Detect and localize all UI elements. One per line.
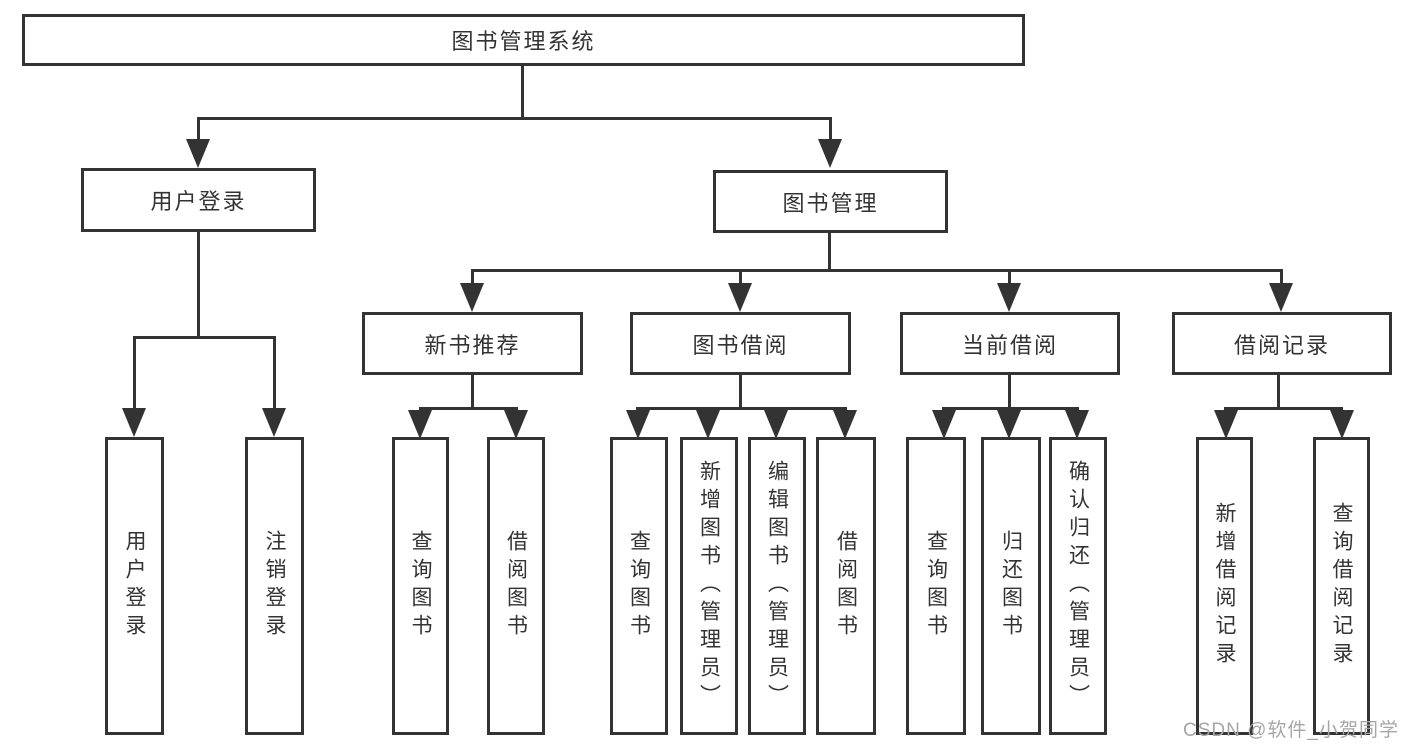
connector-line bbox=[419, 407, 518, 410]
leaf-query-books-borrowing: 查询图书 bbox=[610, 437, 668, 735]
leaf-return-books: 归还图书 bbox=[981, 437, 1041, 735]
connector-line bbox=[273, 336, 276, 413]
arrow-down-icon bbox=[504, 410, 528, 439]
node-book-borrowing: 图书借阅 bbox=[630, 312, 851, 375]
connector-line bbox=[133, 336, 276, 339]
connector-line bbox=[739, 269, 742, 287]
leaf-query-borrow-record: 查询借阅记录 bbox=[1313, 437, 1370, 735]
connector-line bbox=[471, 374, 474, 409]
connector-line bbox=[739, 374, 742, 409]
leaf-add-book-admin: 新增图书（管理员） bbox=[680, 437, 738, 735]
arrow-down-icon bbox=[696, 410, 720, 439]
connector-line bbox=[1008, 374, 1011, 409]
leaf-add-borrow-record: 新增借阅记录 bbox=[1196, 437, 1253, 735]
connector-line bbox=[636, 407, 847, 410]
arrow-down-icon bbox=[997, 283, 1021, 312]
node-user-login: 用户登录 bbox=[81, 168, 316, 232]
leaf-logout: 注销登录 bbox=[245, 437, 304, 735]
watermark: CSDN @软件_小贺同学 bbox=[1183, 720, 1399, 741]
arrow-down-icon bbox=[1214, 410, 1238, 439]
connector-line bbox=[471, 269, 474, 287]
leaf-query-books-recommend: 查询图书 bbox=[392, 437, 449, 735]
connector-line bbox=[828, 232, 831, 272]
arrow-down-icon bbox=[932, 410, 956, 439]
leaf-borrow-books-borrowing: 借阅图书 bbox=[816, 437, 876, 735]
leaf-edit-book-admin: 编辑图书（管理员） bbox=[748, 437, 806, 735]
leaf-query-books-current: 查询图书 bbox=[906, 437, 966, 735]
node-current-borrowing: 当前借阅 bbox=[900, 312, 1120, 375]
arrow-down-icon bbox=[764, 410, 788, 439]
connector-line bbox=[829, 117, 832, 143]
arrow-down-icon bbox=[728, 283, 752, 312]
arrow-down-icon bbox=[186, 139, 210, 168]
arrow-down-icon bbox=[122, 408, 146, 437]
arrow-down-icon bbox=[997, 410, 1021, 439]
connector-line bbox=[1277, 374, 1280, 409]
arrow-down-icon bbox=[818, 139, 842, 168]
leaf-borrow-books-recommend: 借阅图书 bbox=[487, 437, 545, 735]
node-book-management: 图书管理 bbox=[713, 170, 948, 233]
connector-line bbox=[521, 64, 524, 119]
arrow-down-icon bbox=[408, 410, 432, 439]
arrow-down-icon bbox=[262, 408, 286, 437]
arrow-down-icon bbox=[833, 410, 857, 439]
connector-line bbox=[197, 117, 832, 120]
connector-line bbox=[471, 269, 1283, 272]
connector-line bbox=[197, 231, 200, 339]
arrow-down-icon bbox=[1269, 283, 1293, 312]
arrow-down-icon bbox=[1330, 410, 1354, 439]
leaf-confirm-return-admin: 确认归还（管理员） bbox=[1049, 437, 1107, 735]
arrow-down-icon bbox=[460, 283, 484, 312]
connector-line bbox=[1280, 269, 1283, 287]
connector-line bbox=[1008, 269, 1011, 287]
connector-line bbox=[1224, 407, 1342, 410]
connector-line bbox=[197, 117, 200, 143]
arrow-down-icon bbox=[1065, 410, 1089, 439]
arrow-down-icon bbox=[626, 410, 650, 439]
leaf-user-login: 用户登录 bbox=[105, 437, 164, 735]
node-borrowing-records: 借阅记录 bbox=[1172, 312, 1392, 375]
connector-line bbox=[942, 407, 1079, 410]
node-library-management-system: 图书管理系统 bbox=[22, 14, 1025, 66]
node-new-book-recommendation: 新书推荐 bbox=[362, 312, 583, 375]
connector-line bbox=[133, 336, 136, 413]
